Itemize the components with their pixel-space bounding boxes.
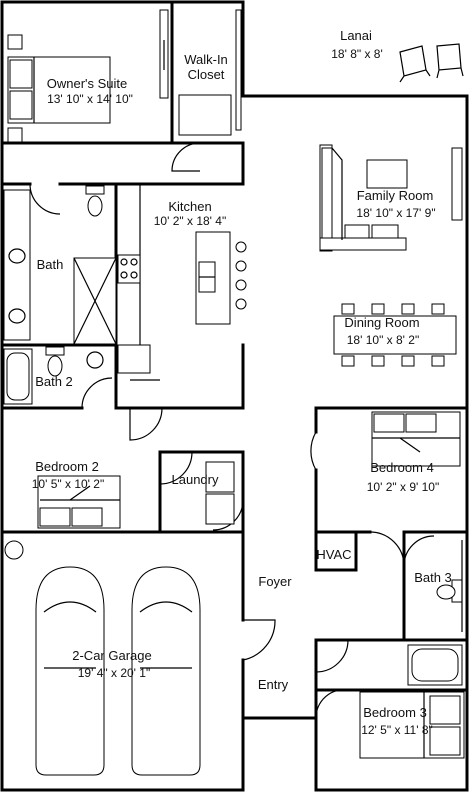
nightstand <box>7 34 23 50</box>
kitchen-label: Kitchen <box>168 199 211 214</box>
washer-dryer <box>205 461 235 525</box>
dining-room-label: Dining Room <box>344 315 419 330</box>
lanai-dims: 18' 8" x 8' <box>331 47 383 61</box>
owners-bed <box>7 56 111 124</box>
family-room-dims: 18' 10" x 17' 9" <box>356 206 435 220</box>
bath-fixtures <box>3 185 117 345</box>
bedroom-3-bed <box>359 691 465 759</box>
family-room-label: Family Room <box>357 188 434 203</box>
garage-dims: 19' 4" x 20' 1" <box>78 666 150 680</box>
bedroom-4-dims: 10' 2" x 9' 10" <box>367 480 439 494</box>
closet-shelving <box>159 9 242 136</box>
foyer-label: Foyer <box>258 574 292 589</box>
hvac-label: HVAC <box>316 547 351 562</box>
bedroom-2-dims: 10' 5" x 10' 2" <box>32 477 104 491</box>
bath-3-label: Bath 3 <box>414 570 452 585</box>
owners-suite-dims: 13' 10" x 14' 10" <box>47 92 133 106</box>
entry-label: Entry <box>258 677 289 692</box>
laundry-label: Laundry <box>172 472 219 487</box>
lanai-label: Lanai <box>340 28 372 43</box>
garage-label: 2-Car Garage <box>72 648 151 663</box>
kitchen-counters <box>116 183 247 381</box>
dining-table <box>333 303 457 367</box>
bedroom-2-bed <box>37 475 121 529</box>
dining-room-dims: 18' 10" x 8' 2" <box>347 333 419 347</box>
doors <box>29 95 435 719</box>
bath-2-label: Bath 2 <box>35 374 73 389</box>
garage-cars <box>4 540 201 776</box>
bath-label: Bath <box>37 257 64 272</box>
kitchen-dims: 10' 2" x 18' 4" <box>154 214 226 228</box>
tv-console <box>451 147 463 221</box>
bedroom-4-bed <box>371 411 461 467</box>
bath-3-fixtures <box>407 540 463 686</box>
bedroom-3-label: Bedroom 3 <box>363 705 427 720</box>
walk-in-closet-label-line2: Closet <box>188 67 225 82</box>
bedroom-4-label: Bedroom 4 <box>370 460 434 475</box>
lanai-chairs <box>399 43 464 83</box>
bath-2-fixtures <box>3 346 104 405</box>
sofa <box>319 144 408 252</box>
bedroom-3-dims: 12' 5" x 11' 8" <box>361 723 433 737</box>
walk-in-closet-label: Walk-In <box>184 52 228 67</box>
nightstand <box>7 127 23 143</box>
bedroom-2-label: Bedroom 2 <box>35 459 99 474</box>
owners-suite-label: Owner's Suite <box>47 76 128 91</box>
